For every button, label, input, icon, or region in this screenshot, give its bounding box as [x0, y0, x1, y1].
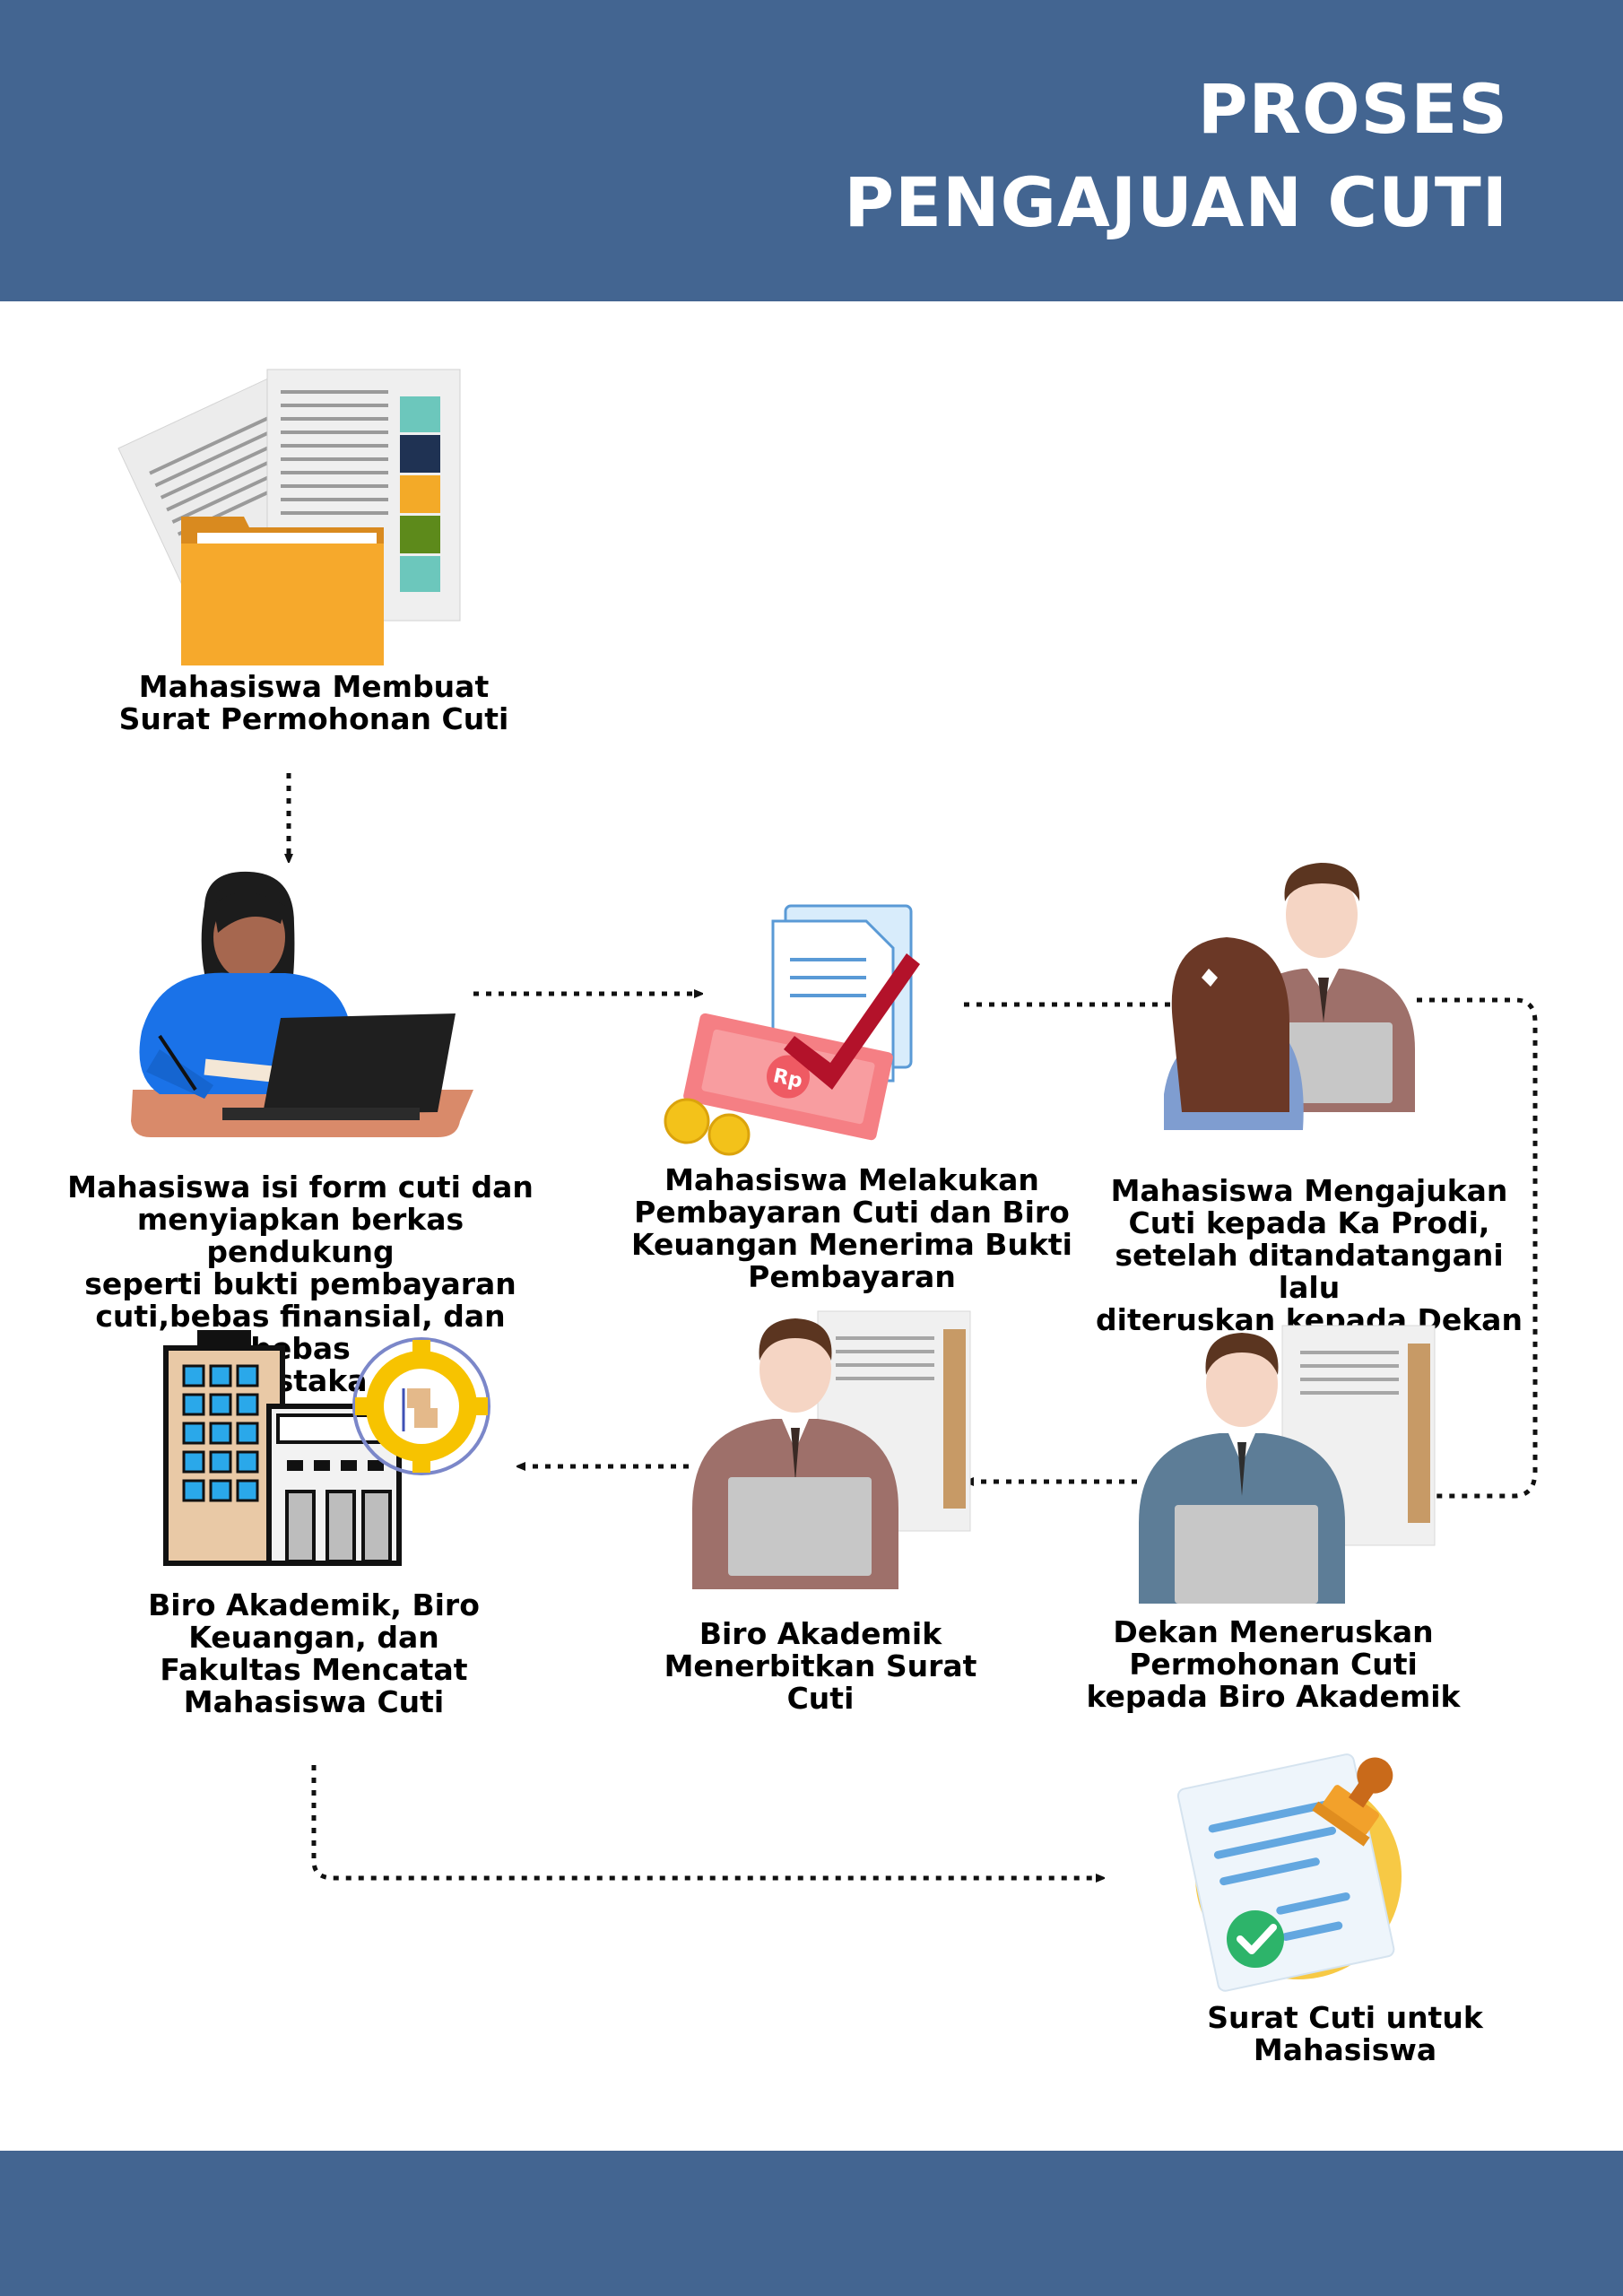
page-title-line-1: PROSES [1197, 69, 1508, 149]
officer-laptop-icon [1139, 1325, 1436, 1604]
step-1-label: Mahasiswa Membuat Surat Permohonan Cuti [118, 669, 509, 736]
step-7-label: Biro Akademik, Biro Keuangan, dan Fakult… [148, 1587, 480, 1719]
building-gear-icon [163, 1330, 490, 1566]
officer-laptop-icon [692, 1310, 971, 1589]
arrow-step7-to-step8 [311, 1765, 1101, 1878]
step-4-label: Mahasiswa Mengajukan Cuti kepada Ka Prod… [1096, 1173, 1523, 1337]
step-5-label: Dekan Meneruskan Permohonan Cuti kepada … [1086, 1614, 1461, 1714]
page-title-line-2: PENGAJUAN CUTI [844, 162, 1508, 242]
payment-check-icon: Rp [664, 904, 920, 1156]
footer-banner [0, 2151, 1623, 2296]
page-title: PROSES PENGAJUAN CUTI [844, 63, 1508, 249]
step-6-label: Biro Akademik Menerbitkan Surat Cuti [664, 1616, 977, 1716]
step-8-label: Surat Cuti untuk Mahasiswa [1207, 2000, 1483, 2067]
step-3-label: Mahasiswa Melakukan Pembayaran Cuti dan … [630, 1162, 1072, 1294]
header-banner: PROSES PENGAJUAN CUTI [0, 0, 1623, 301]
documents-folder-icon [117, 369, 461, 665]
student-laptop-icon [131, 871, 473, 1137]
stamped-letter-icon [1176, 1753, 1402, 1992]
consultation-icon [1164, 863, 1415, 1130]
arrow-step4-to-step5 [1417, 997, 1538, 1496]
